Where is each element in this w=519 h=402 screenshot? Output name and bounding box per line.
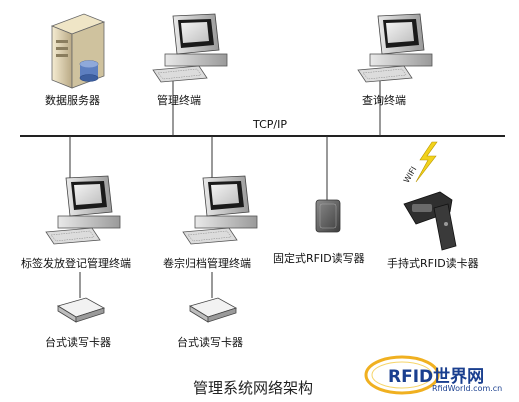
watermark-sub: RfidWorld.com.cn — [432, 384, 503, 393]
handheld-reader-icon — [403, 191, 457, 251]
server-icon — [50, 13, 106, 89]
fixed-reader-label: 固定式RFID读写器 — [273, 252, 365, 265]
management-terminal-icon — [152, 13, 228, 83]
archive-terminal-icon — [182, 175, 258, 245]
fixed-reader-icon — [315, 199, 341, 233]
tag-issue-terminal-icon — [45, 175, 121, 245]
watermark-brand: RFID世界网 — [388, 367, 485, 387]
network-protocol-label: TCP/IP — [253, 118, 287, 131]
wireless-bolt-icon — [415, 141, 438, 183]
desk-reader-1-icon — [57, 297, 105, 323]
handheld-reader-label: 手持式RFID读卡器 — [387, 257, 479, 270]
data-server-label: 数据服务器 — [45, 94, 100, 107]
query-terminal-icon — [357, 13, 433, 83]
management-terminal-label: 管理终端 — [157, 94, 201, 107]
desk-reader-2-label: 台式读写卡器 — [177, 336, 243, 349]
diagram-caption: 管理系统网络架构 — [193, 379, 314, 397]
archive-terminal-label: 卷宗归档管理终端 — [163, 257, 251, 270]
desk-reader-1-label: 台式读写卡器 — [45, 336, 111, 349]
desk-reader-2-icon — [189, 297, 237, 323]
tag-issue-terminal-label: 标签发放登记管理终端 — [21, 257, 131, 270]
query-terminal-label: 查询终端 — [362, 94, 406, 107]
rfid-world-logo-icon — [364, 355, 440, 395]
